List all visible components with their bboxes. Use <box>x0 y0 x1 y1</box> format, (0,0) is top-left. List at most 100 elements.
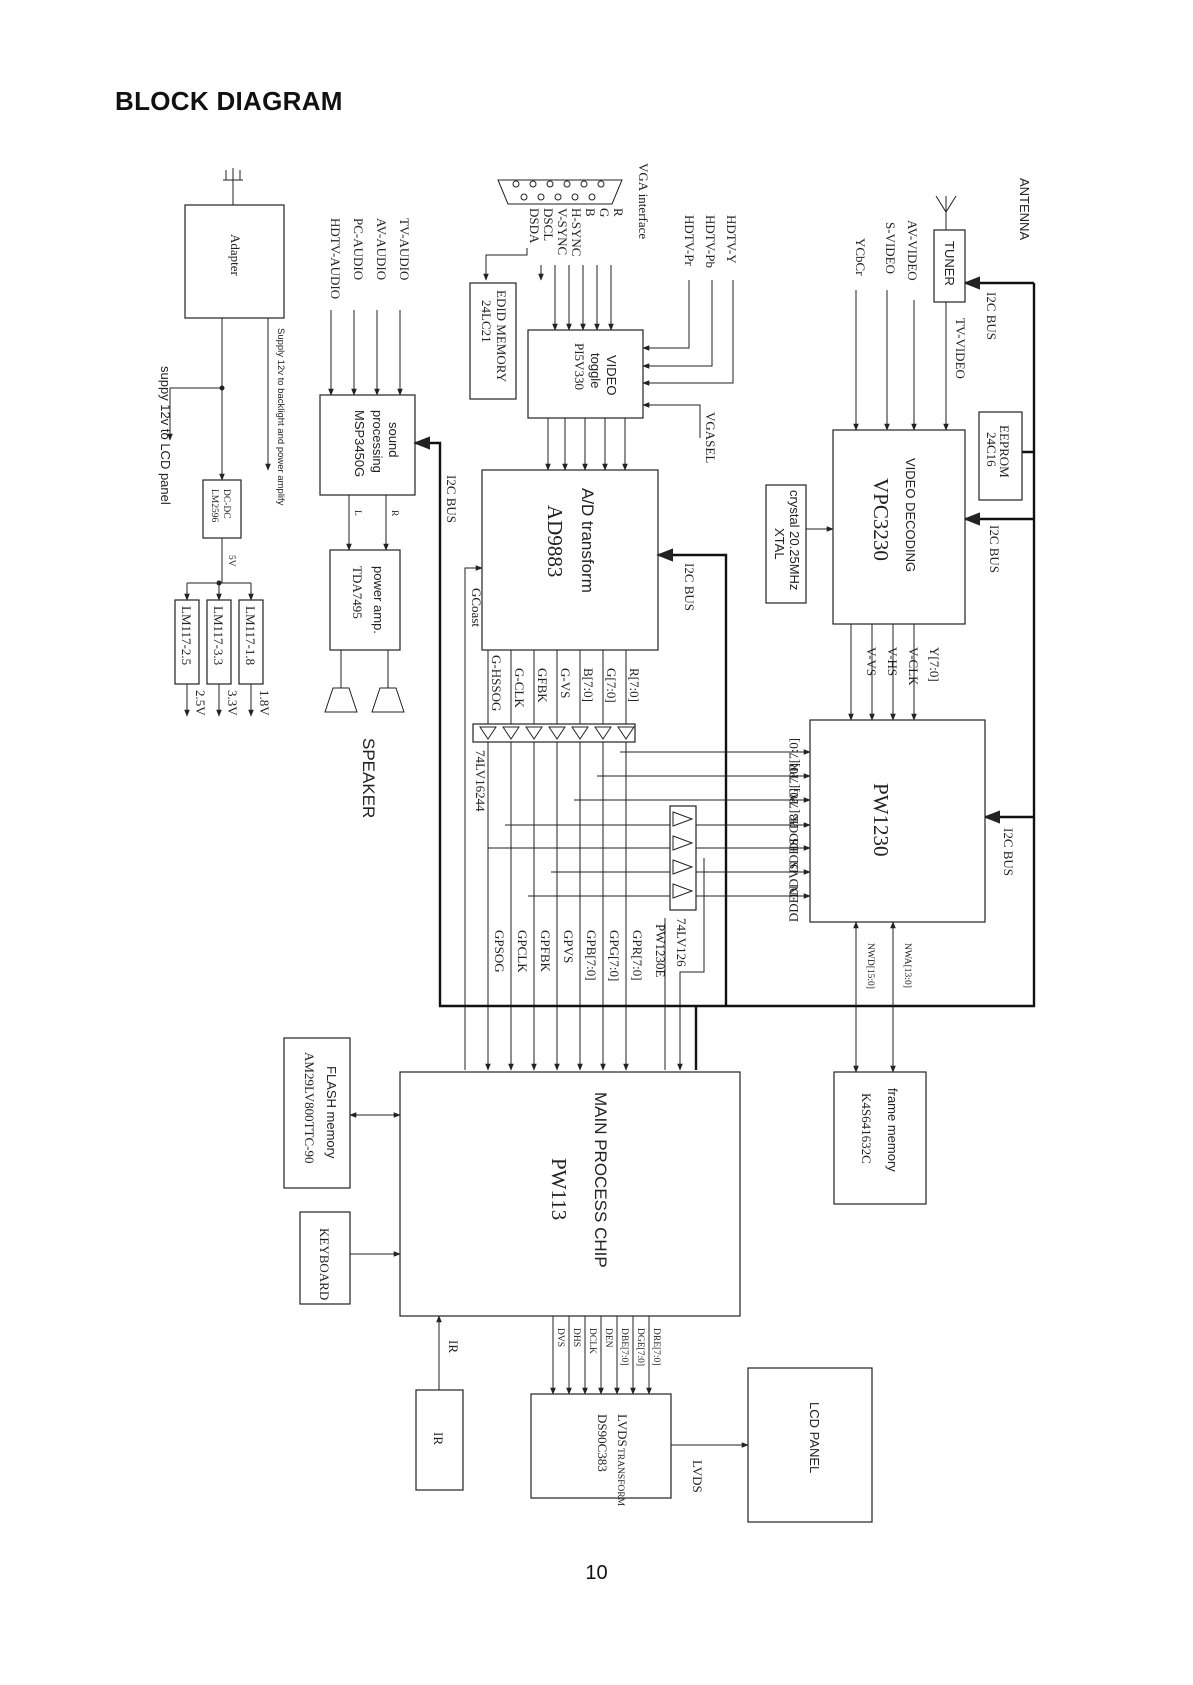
gp-gpr: GPR[7:0] <box>630 930 645 981</box>
mem-bus-nwa: NWA[13:0] <box>902 943 912 988</box>
audio-in-pc: PC-AUDIO <box>351 218 366 280</box>
buffer126-triangles <box>672 811 694 899</box>
ad-out-ghssog: G-HSSOG <box>489 655 504 711</box>
gp-gpb: GPB[7:0] <box>584 930 599 981</box>
i2c-bus-sound-label: I2C BUS <box>444 475 459 523</box>
flash-line2: AM29LV800TTC-90 <box>302 1052 317 1163</box>
video-in-av: AV-VIDEO <box>905 220 920 281</box>
i2c-bus-tuner-label: I2C BUS <box>984 292 999 340</box>
ir-label: IR <box>431 1432 446 1445</box>
pw1230-in-pr: PR[7:0] <box>786 738 801 779</box>
poweramp-line2: TDA7495 <box>350 566 365 619</box>
mem-bus-nwd: NWD[15:0] <box>865 943 875 989</box>
ad-out-r: R[7:0] <box>627 668 642 702</box>
vga-pin-dscl: DSCL <box>541 208 556 241</box>
edid-line2: 24LC21 <box>479 300 494 343</box>
dcdc-line1: DC-DC <box>221 489 231 519</box>
v33-label: 3.3V <box>225 690 240 716</box>
pw1230-in-ddck: DDCK <box>786 814 801 851</box>
main-process-chip-block <box>399 1071 741 1317</box>
ad-line1: A/D transform <box>578 488 597 593</box>
audio-in-av: AV-AUDIO <box>374 218 389 280</box>
ir-signal-label: IR <box>446 1340 461 1353</box>
sound-line2: processing <box>370 410 385 473</box>
lvds-in-dclk: DCLK <box>587 1328 597 1354</box>
dcdc-block <box>202 479 242 539</box>
hdtv-in-pr: HDTV-Pr <box>682 215 697 266</box>
keyboard-label: KEYBOARD <box>317 1228 332 1300</box>
supply-backlight-label: Supply 12v to backlight and power amplif… <box>275 328 286 506</box>
buffer-triangles <box>479 726 635 740</box>
speaker-icon <box>324 687 405 713</box>
gp-gpfbk: GPFBK <box>538 930 553 973</box>
speaker-label: SPEAKER <box>359 738 378 818</box>
pw1230-in-dden: DDEN <box>786 885 801 922</box>
lvds-in-den: DEN <box>603 1328 613 1348</box>
vpc-out-y: Y[7:0] <box>927 647 942 682</box>
crystal-line2: XTAL <box>772 528 787 560</box>
mainchip-line2: PW113 <box>547 1158 571 1220</box>
gcoast-label: GCoast <box>469 588 484 627</box>
vga-pin-g: G <box>597 208 612 217</box>
lcd-panel-block <box>747 1367 873 1523</box>
vga-pin-hsync: H-SYNC <box>569 208 584 256</box>
framemem-line2: K4S641632C <box>859 1093 874 1164</box>
mainchip-line1: MAIN PROCESS CHIP <box>591 1092 610 1268</box>
dcdc-line2: LM2596 <box>209 489 219 523</box>
keyboard-block <box>299 1211 351 1305</box>
poweramp-line1: power amp. <box>371 566 386 634</box>
audio-in-tv: TV-AUDIO <box>397 218 412 280</box>
gp-gpclk: GPCLK <box>515 930 530 973</box>
lm25-label: LM117-2.5 <box>179 606 194 665</box>
v25-label: 2.5V <box>193 690 208 716</box>
wire-supply-lcd <box>167 387 222 441</box>
crystal-line1: crystal 20.25MHz <box>787 490 802 590</box>
lvds-in-dre: DRE[7:0] <box>651 1328 661 1365</box>
vpc-line1: VIDEO DECODING <box>903 458 918 572</box>
ad-out-gclk: G-CLK <box>512 668 527 708</box>
adapter-label: Adapter <box>228 234 243 277</box>
pw1230-in-ddhs: DDHS <box>786 838 801 873</box>
pw1230-in-pb: PB[7:0] <box>786 788 801 829</box>
adapter-block <box>184 204 285 319</box>
edid-memory-block <box>469 282 517 400</box>
ad-out-b: B[7:0] <box>581 668 596 702</box>
ad-out-gfbk: GFBK <box>535 668 550 703</box>
vga-interface-label: VGA interface <box>636 163 651 239</box>
sound-line1: sound <box>386 422 401 457</box>
lcd-panel-label: LCD PANEL <box>807 1402 822 1473</box>
videotoggle-line1: VIDEO <box>604 355 619 395</box>
tv-video-label: TV-VIDEO <box>953 318 968 379</box>
flash-memory-block <box>283 1037 351 1189</box>
vga-pin-b: B <box>583 208 598 217</box>
pw1230-label: PW1230 <box>869 783 893 857</box>
video-decoding-block <box>832 429 966 625</box>
lvds-in-dhs: DHS <box>571 1328 581 1347</box>
gp-pw1230e: PW1230E <box>653 924 668 978</box>
crystal-block <box>765 484 807 604</box>
ad-out-gvs: G-VS <box>558 668 573 698</box>
framemem-line1: frame memory <box>885 1088 900 1172</box>
sound-line3: MSP3450G <box>352 410 367 477</box>
i2c-bus-pw1230-label: I2C BUS <box>1001 828 1016 876</box>
lvds-in-dbe: DBE[7:0] <box>619 1328 629 1365</box>
flash-line1: FLASH memory <box>324 1066 339 1159</box>
eeprom-line1: EEPROM <box>997 425 1012 478</box>
vpc-line2: VPC3230 <box>869 478 893 561</box>
vga-pin-dsda: DSDA <box>527 208 542 244</box>
lvds-line1: LVDS <box>615 1414 630 1447</box>
gp-gpsog: GPSOG <box>492 930 507 973</box>
videotoggle-line2: toggle <box>588 353 603 388</box>
v18-label: 1.8V <box>257 690 272 716</box>
eeprom-block <box>978 411 1023 501</box>
vga-connector-icon <box>497 179 623 205</box>
power-amp-block <box>329 549 401 651</box>
lvds-line1b: TRANSFORM <box>615 1448 625 1507</box>
video-toggle-block <box>527 329 644 419</box>
buffer1-label: 74LV16244 <box>473 750 488 812</box>
supply-lcd-label: suppy 12v to LCD panel <box>158 366 173 505</box>
audio-in-hdtv: HDTV-AUDIO <box>328 218 343 299</box>
tuner-block <box>933 229 966 303</box>
gp-gpg: GPG[7:0] <box>607 930 622 981</box>
pw1230-in-ddvs: DDVS <box>786 862 801 897</box>
